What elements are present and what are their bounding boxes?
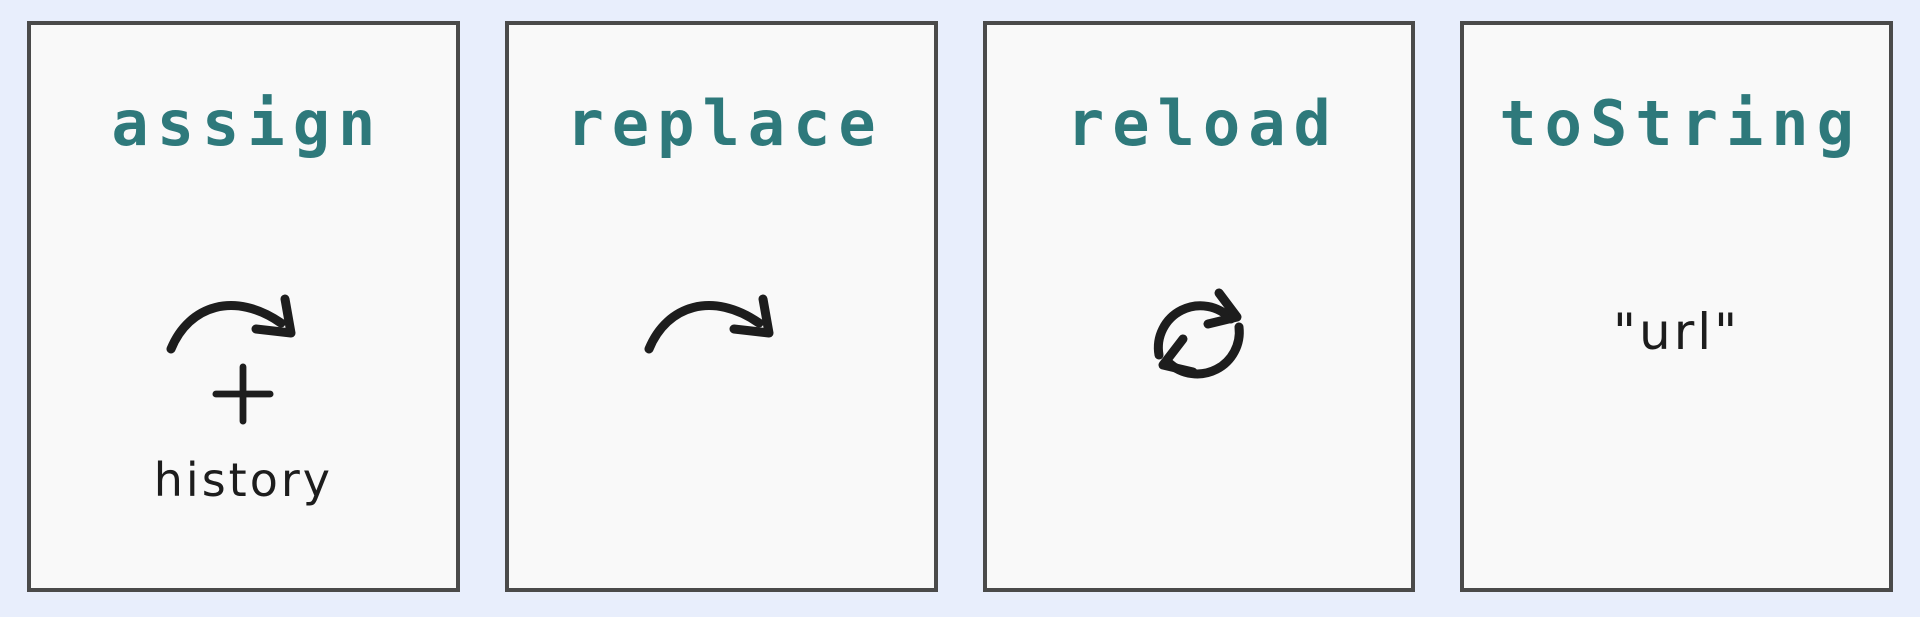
url-string-label: "url": [1613, 303, 1741, 361]
card-reload: reload: [982, 21, 1416, 592]
curved-arrow-icon: [166, 294, 296, 354]
card-title-assign: assign: [111, 87, 384, 160]
curved-arrow-icon: [644, 294, 774, 354]
card-tostring: toString "url": [1460, 21, 1893, 592]
history-label: history: [153, 453, 333, 507]
card-assign: assign history: [27, 21, 460, 592]
plus-icon: [212, 363, 274, 425]
card-title-tostring: toString: [1499, 87, 1862, 160]
card-replace: replace: [504, 21, 938, 592]
card-title-replace: replace: [566, 87, 884, 160]
card-title-reload: reload: [1066, 87, 1339, 160]
refresh-cycle-icon: [1153, 288, 1244, 379]
